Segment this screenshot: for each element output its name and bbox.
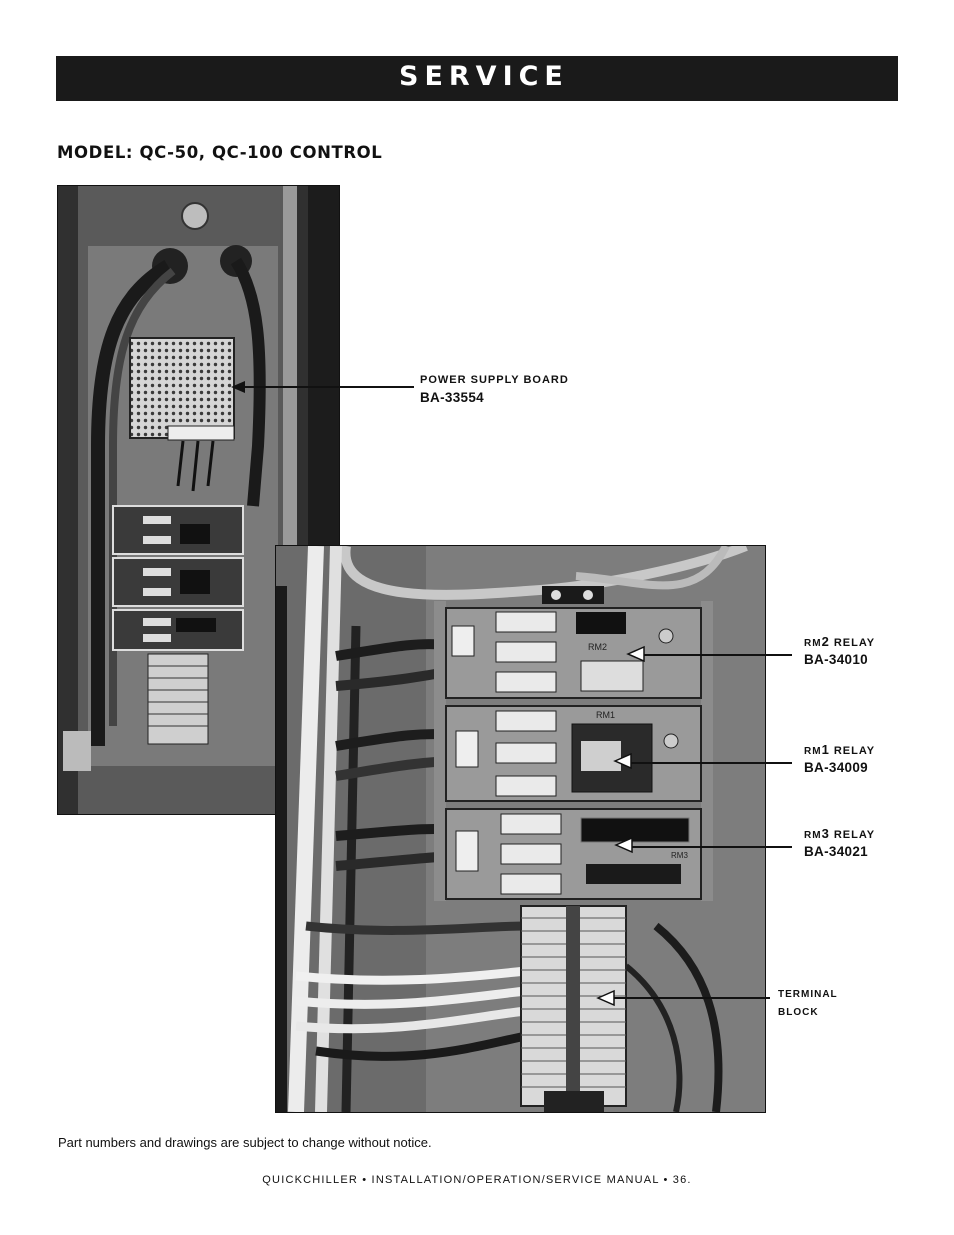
relay-detail-photo: RM2 RM1 RM3 xyxy=(275,545,766,1113)
footnote: Part numbers and drawings are subject to… xyxy=(58,1135,432,1150)
rm2-relay-part-number: BA-34010 xyxy=(804,652,868,667)
terminal-block-label-line1: TERMINAL xyxy=(778,989,838,1000)
rm3-relay-part-number: BA-34021 xyxy=(804,844,868,859)
model-heading: MODEL: QC-50, QC-100 CONTROL xyxy=(57,143,383,162)
rm1-relay-label: RM1 RELAY xyxy=(804,742,876,757)
rm1-relay-part-number: BA-34009 xyxy=(804,760,868,775)
rm1-board-label: RM1 xyxy=(596,710,615,720)
rm3-board-label: RM3 xyxy=(671,851,688,860)
rm2-board-label: RM2 xyxy=(588,642,607,652)
page-title: SERVICE xyxy=(399,61,569,92)
power-supply-label: POWER SUPPLY BOARD xyxy=(420,374,569,386)
control-panel-photo xyxy=(57,185,340,815)
rm2-relay-label: RM2 RELAY xyxy=(804,634,876,649)
power-supply-part-number: BA-33554 xyxy=(420,390,484,405)
header-bar: SERVICE xyxy=(56,56,898,101)
rm3-relay-label: RM3 RELAY xyxy=(804,826,876,841)
page-footer: QUICKCHILLER • INSTALLATION/OPERATION/SE… xyxy=(262,1174,692,1186)
terminal-block-label-line2: BLOCK xyxy=(778,1007,819,1018)
